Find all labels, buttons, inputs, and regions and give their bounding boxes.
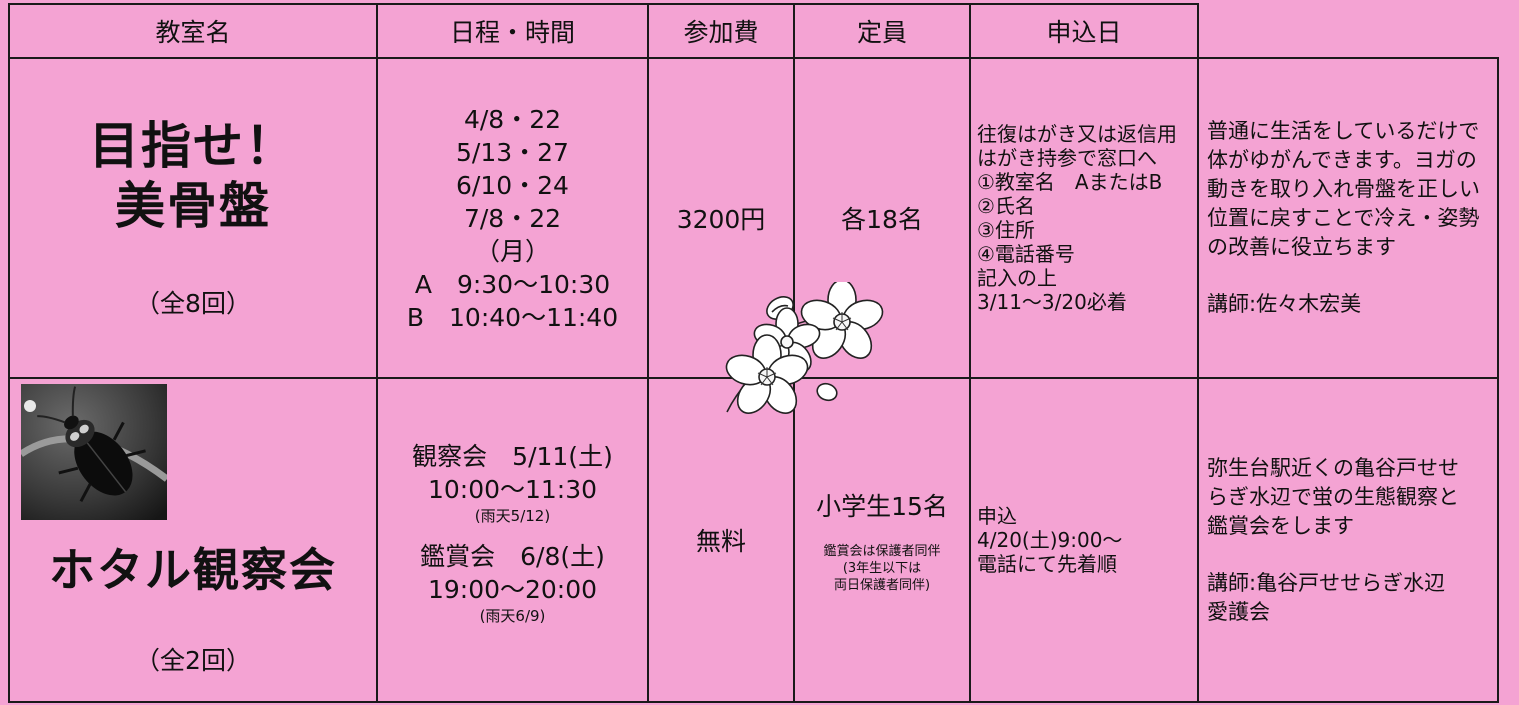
description: 普通に生活をしているだけで 体がゆがんできます。ヨガの 動きを取り入れ骨盤を正し… bbox=[1200, 117, 1496, 319]
apply-line: 電話にて先着順 bbox=[977, 552, 1117, 576]
rain-date: (雨天6/9) bbox=[479, 607, 546, 625]
schedule-line: 6/10・24 bbox=[456, 170, 569, 200]
apply-cell: 申込 4/20(土)9:00〜 電話にて先着順 bbox=[969, 377, 1199, 703]
apply-instructions: 申込 4/20(土)9:00〜 電話にて先着順 bbox=[972, 504, 1196, 576]
apply-line: ②氏名 bbox=[977, 194, 1035, 218]
apply-line: 申込 bbox=[977, 504, 1017, 528]
cherry-blossom-icon bbox=[725, 282, 884, 414]
apply-instructions: 往復はがき又は返信用 はがき持参で窓口へ ①教室名 AまたはB ②氏名 ③住所 … bbox=[972, 122, 1196, 314]
capacity-note-line: 両日保護者同伴) bbox=[833, 577, 931, 593]
header-schedule: 日程・時間 bbox=[376, 3, 649, 59]
description-line: 動きを取り入れ骨盤を正しい bbox=[1207, 177, 1480, 201]
rain-date: (雨天5/12) bbox=[474, 507, 551, 525]
schedule-line: B 10:40〜11:40 bbox=[406, 302, 619, 332]
apply-line: ③住所 bbox=[977, 218, 1035, 242]
class-title: ホタル観察会 bbox=[49, 543, 337, 597]
instructor: 講師:亀谷戸せせらぎ水辺 bbox=[1207, 570, 1446, 595]
description-line: 普通に生活をしているだけで bbox=[1207, 119, 1480, 143]
apply-line: ④電話番号 bbox=[977, 242, 1075, 266]
apply-cell: 往復はがき又は返信用 はがき持参で窓口へ ①教室名 AまたはB ②氏名 ③住所 … bbox=[969, 57, 1199, 379]
schedule-line: 7/8・22 bbox=[463, 203, 562, 233]
schedule-line: 観察会 5/11(土) bbox=[412, 442, 613, 471]
capacity-cell: 小学生15名 鑑賞会は保護者同伴 (3年生以下は 両日保護者同伴) bbox=[793, 377, 971, 703]
class-table: 教室名 日程・時間 参加費 定員 申込日 目指せ！ 美骨盤 （全8回） 4/8・… bbox=[8, 3, 1499, 703]
schedule-cell: 4/8・22 5/13・27 6/10・24 7/8・22 （月） A 9:30… bbox=[376, 57, 649, 379]
schedule-list: 観察会 5/11(土) 10:00〜11:30 (雨天5/12) 鑑賞会 6/8… bbox=[379, 440, 646, 626]
fee-value: 無料 bbox=[695, 527, 746, 556]
session-count: （全2回） bbox=[135, 646, 251, 675]
header-fee: 参加費 bbox=[647, 3, 795, 59]
description-line: の改善に役立ちます bbox=[1207, 235, 1396, 259]
class-title-line: 美骨盤 bbox=[115, 177, 271, 235]
capacity-cell: 各18名 bbox=[793, 57, 971, 379]
header-blank bbox=[1197, 4, 1498, 59]
schedule-line: 5/13・27 bbox=[456, 137, 569, 167]
capacity-note: 鑑賞会は保護者同伴 (3年生以下は 両日保護者同伴) bbox=[796, 543, 968, 594]
schedule-cell: 観察会 5/11(土) 10:00〜11:30 (雨天5/12) 鑑賞会 6/8… bbox=[376, 377, 649, 703]
apply-line: 往復はがき又は返信用 bbox=[977, 122, 1177, 146]
apply-line: 3/11〜3/20必着 bbox=[977, 290, 1127, 314]
description-line: 鑑賞会をします bbox=[1207, 513, 1354, 538]
description-line: 体がゆがんできます。ヨガの bbox=[1207, 148, 1477, 172]
table-row: 目指せ！ 美骨盤 （全8回） 4/8・22 5/13・27 6/10・24 7/… bbox=[8, 57, 1499, 379]
schedule-line: 10:00〜11:30 bbox=[427, 475, 598, 504]
description-cell: 弥生台駅近くの亀谷戸せせ らぎ水辺で蛍の生態観察と 鑑賞会をします 講師:亀谷戸… bbox=[1197, 377, 1499, 703]
class-title: 目指せ！ 美骨盤 bbox=[11, 116, 375, 236]
schedule-line: 鑑賞会 6/8(土) bbox=[420, 542, 605, 571]
header-capacity: 定員 bbox=[793, 3, 971, 59]
schedule-line: （月） bbox=[474, 236, 550, 266]
capacity-note-line: 鑑賞会は保護者同伴 bbox=[823, 543, 941, 559]
firefly-photo bbox=[21, 384, 167, 520]
schedule-list: 4/8・22 5/13・27 6/10・24 7/8・22 （月） A 9:30… bbox=[379, 103, 646, 334]
capacity-value: 小学生15名 bbox=[816, 491, 948, 521]
table-row: ホタル観察会 （全2回） 観察会 5/11(土) 10:00〜11:30 (雨天… bbox=[8, 377, 1499, 703]
apply-line: ①教室名 AまたはB bbox=[977, 170, 1163, 194]
header-apply-date: 申込日 bbox=[969, 3, 1199, 59]
capacity-note-line: (3年生以下は bbox=[842, 560, 922, 576]
apply-line: 記入の上 bbox=[977, 266, 1057, 290]
class-name-cell: ホタル観察会 （全2回） bbox=[8, 377, 378, 703]
description-line: らぎ水辺で蛍の生態観察と bbox=[1207, 484, 1459, 509]
apply-line: はがき持参で窓口へ bbox=[977, 146, 1157, 170]
description: 弥生台駅近くの亀谷戸せせ らぎ水辺で蛍の生態観察と 鑑賞会をします 講師:亀谷戸… bbox=[1200, 454, 1496, 627]
header-row: 教室名 日程・時間 参加費 定員 申込日 bbox=[8, 3, 1498, 59]
class-title-line: 目指せ！ bbox=[89, 117, 297, 175]
header-class-name: 教室名 bbox=[8, 3, 378, 59]
apply-line: 4/20(土)9:00〜 bbox=[977, 528, 1123, 552]
capacity-value: 各18名 bbox=[841, 205, 923, 234]
fee-value: 3200円 bbox=[676, 205, 766, 234]
description-line: 弥生台駅近くの亀谷戸せせ bbox=[1207, 455, 1459, 480]
description-line: 位置に戻すことで冷え・姿勢 bbox=[1207, 206, 1480, 230]
schedule-line: 19:00〜20:00 bbox=[427, 575, 598, 604]
session-count: （全8回） bbox=[135, 289, 251, 318]
schedule-line: A 9:30〜10:30 bbox=[414, 269, 611, 299]
fee-cell: 無料 bbox=[647, 377, 795, 703]
instructor: 講師:佐々木宏美 bbox=[1207, 292, 1362, 316]
class-name-cell: 目指せ！ 美骨盤 （全8回） bbox=[8, 57, 378, 379]
schedule-line: 4/8・22 bbox=[463, 104, 562, 134]
description-cell: 普通に生活をしているだけで 体がゆがんできます。ヨガの 動きを取り入れ骨盤を正し… bbox=[1197, 57, 1499, 379]
instructor: 愛護会 bbox=[1207, 599, 1270, 624]
